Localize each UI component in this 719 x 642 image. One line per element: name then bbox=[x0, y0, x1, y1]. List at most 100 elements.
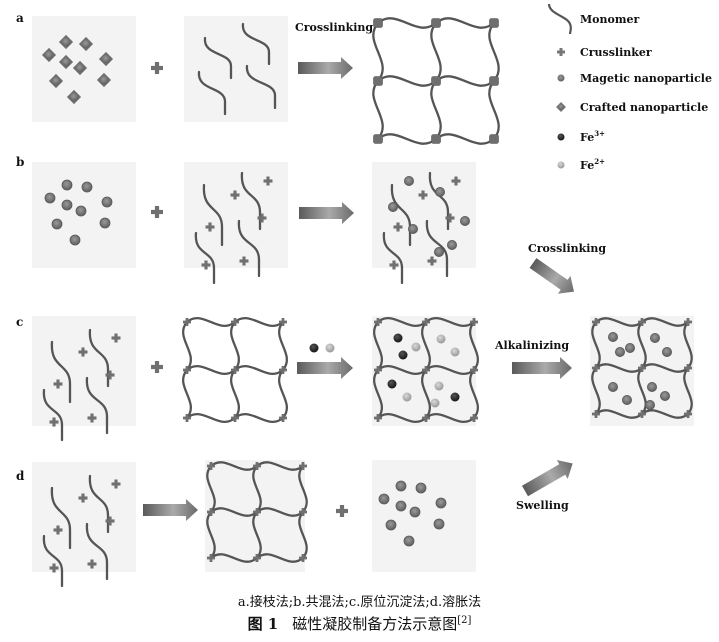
magnetic-nanoparticle bbox=[622, 394, 633, 405]
network-node-crosslinker bbox=[299, 462, 307, 470]
arrow-crosslinking-a bbox=[298, 57, 353, 79]
graft-core bbox=[101, 54, 111, 64]
crosslinker-bar-h bbox=[374, 320, 382, 324]
fe2-ion bbox=[402, 392, 412, 402]
crosslinker-bar-h bbox=[105, 373, 115, 377]
network-strand bbox=[595, 317, 643, 327]
magnetic-nanoparticle bbox=[434, 186, 445, 197]
crosslinker-bar-h bbox=[638, 412, 646, 416]
legend-label-monomer: Monomer bbox=[580, 13, 639, 26]
monomer-chain-icon bbox=[547, 3, 572, 35]
crosslinker-bar-h bbox=[684, 320, 692, 324]
monomer-chain bbox=[237, 219, 261, 278]
crosslinker-bar-h bbox=[592, 412, 600, 416]
panel-d-box-monomers-crosslinkers bbox=[32, 462, 136, 572]
network-node-crosslinker bbox=[183, 414, 191, 422]
crosslinker-bar-h bbox=[87, 562, 97, 566]
monomer-chain bbox=[245, 64, 277, 110]
crosslinker-bar-h bbox=[592, 366, 600, 370]
network-node-crosslinker bbox=[299, 554, 307, 562]
fe3-ion bbox=[393, 333, 403, 343]
legend-label-fe2: Fe2+ bbox=[580, 157, 605, 172]
monomer-chain bbox=[88, 328, 110, 388]
crosslinker bbox=[111, 479, 121, 489]
network-strand bbox=[229, 321, 241, 371]
magnetic-nanoparticle bbox=[385, 519, 397, 531]
monomer-chain bbox=[202, 183, 224, 247]
monomer-chain bbox=[240, 171, 262, 231]
network-node-crosslinker bbox=[253, 554, 261, 562]
network-strand bbox=[683, 321, 693, 369]
monomer-chain bbox=[50, 486, 72, 550]
graft-core bbox=[51, 76, 61, 86]
magnetic-nanoparticle bbox=[647, 381, 658, 392]
monomer-chain bbox=[85, 376, 109, 435]
crosslinker bbox=[87, 413, 97, 423]
network-strand bbox=[256, 553, 304, 563]
panel-d-box-particles bbox=[372, 460, 476, 572]
crosslinker bbox=[257, 213, 267, 223]
network-node-crosslinker bbox=[279, 366, 287, 374]
crosslinker-bar-h bbox=[279, 416, 287, 420]
magnetic-nanoparticle bbox=[435, 497, 447, 509]
crosslinker bbox=[49, 563, 59, 573]
crosslinker-bar-h bbox=[207, 464, 215, 468]
crosslinker-bar-h bbox=[207, 556, 215, 560]
arrow-crosslinking-d bbox=[143, 499, 198, 521]
crosslinker-bar-h bbox=[105, 519, 115, 523]
crosslinker-bar-h bbox=[592, 320, 600, 324]
network-strand bbox=[468, 369, 480, 419]
network-strand bbox=[420, 369, 432, 419]
fe3-ion bbox=[450, 392, 460, 402]
magnetic-nanoparticle bbox=[407, 223, 418, 234]
crosslinker bbox=[53, 379, 63, 389]
network-strand bbox=[637, 367, 647, 415]
crosslinker bbox=[427, 256, 437, 266]
network-node-crosslinker bbox=[684, 318, 692, 326]
arrow-alkalinizing bbox=[512, 357, 572, 379]
magnetic-nanoparticle bbox=[61, 199, 73, 211]
magnetic-nanoparticle bbox=[446, 239, 457, 250]
magnetic-nanoparticle bbox=[459, 215, 470, 226]
network-node-grafted bbox=[431, 134, 441, 144]
magnetic-nanoparticle bbox=[409, 506, 421, 518]
network-strand bbox=[186, 316, 236, 328]
fe2-ion bbox=[430, 398, 440, 408]
legend-label-crosslinker: Crusslinker bbox=[580, 46, 652, 59]
network-node-crosslinker bbox=[374, 414, 382, 422]
crosslinker-bar-h bbox=[445, 216, 455, 220]
graft-core bbox=[61, 37, 71, 47]
magnetic-nanoparticle bbox=[75, 205, 87, 217]
network-strand bbox=[186, 364, 236, 376]
magnetic-nanoparticle bbox=[61, 179, 73, 191]
crosslinker-bar-h bbox=[422, 368, 430, 372]
crosslinker-bar-h bbox=[230, 193, 240, 197]
arrow-shape bbox=[299, 202, 354, 224]
crosslinker-bar-h bbox=[183, 368, 191, 372]
crosslinker-bar-h bbox=[111, 336, 121, 340]
graft-core bbox=[44, 50, 54, 60]
crosslinker bbox=[105, 370, 115, 380]
crosslinker-bar-h bbox=[151, 209, 163, 215]
panel-label-b: b bbox=[16, 155, 24, 169]
monomer-chain bbox=[382, 231, 404, 285]
network-strand bbox=[591, 367, 601, 415]
crosslinker-bar-h bbox=[253, 556, 261, 560]
magnetic-nanoparticle bbox=[51, 218, 63, 230]
crosslinker bbox=[205, 222, 215, 232]
network-node-crosslinker bbox=[638, 318, 646, 326]
network-strand bbox=[377, 316, 427, 328]
arrow-label-crosslinking-c: Crosslinking bbox=[528, 242, 606, 255]
scheme-drawing bbox=[32, 16, 694, 588]
monomer-chain bbox=[50, 340, 72, 404]
network-strand bbox=[181, 321, 193, 371]
network-node-grafted bbox=[489, 76, 499, 86]
magnetic-nanoparticle bbox=[395, 500, 407, 512]
network-strand bbox=[210, 553, 258, 563]
network-strand bbox=[277, 321, 289, 371]
graft-core bbox=[75, 63, 85, 73]
panel-a-box-monomers bbox=[184, 16, 288, 122]
panel-label-d: d bbox=[16, 469, 25, 483]
crosslinker-bar-h bbox=[231, 320, 239, 324]
fe2-ion bbox=[411, 342, 421, 352]
